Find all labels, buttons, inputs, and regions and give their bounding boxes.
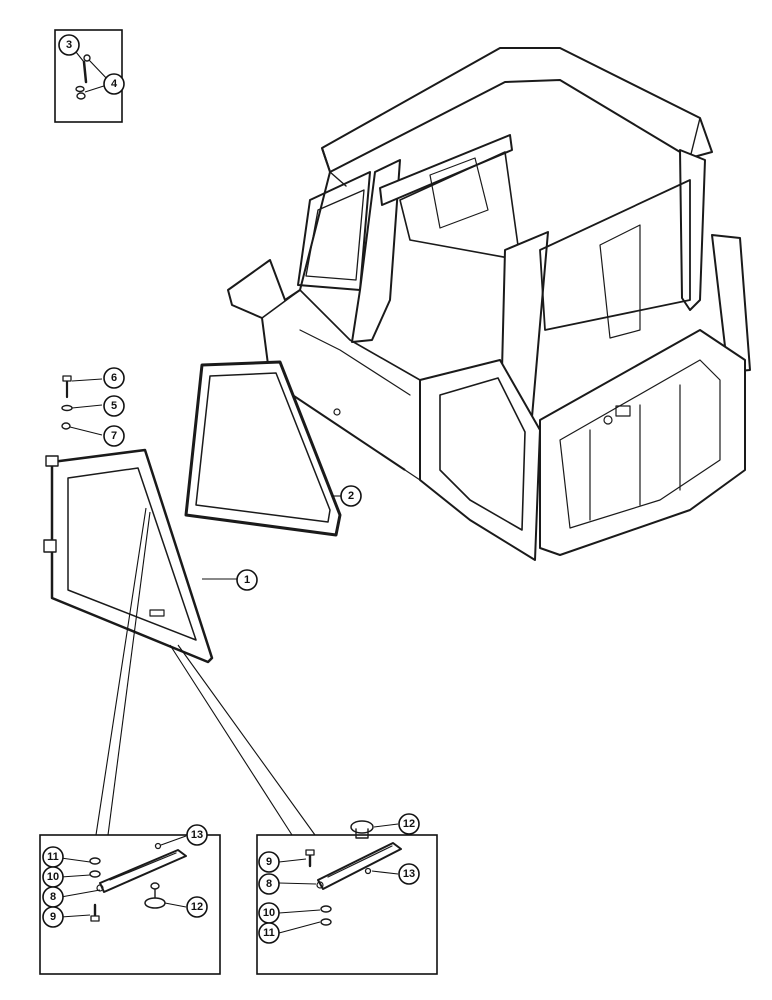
callout-2: 2 [340,485,362,507]
callout-right-12: 12 [398,813,420,835]
svg-text:12: 12 [403,818,415,830]
inset-leader-lines [95,507,316,836]
svg-text:9: 9 [266,856,272,868]
callout-right-9: 9 [258,851,280,873]
cab-frame [227,47,751,561]
fasteners-5-6-7 [61,375,73,430]
svg-text:8: 8 [50,891,56,903]
window-seal-part-2 [184,360,342,537]
callout-right-10: 10 [258,902,280,924]
window-frame-part-1 [43,448,214,664]
callout-left-12: 12 [186,896,208,918]
svg-text:13: 13 [403,868,415,880]
main-leader-lines [69,378,341,580]
callout-right-13: 13 [398,863,420,885]
svg-text:1: 1 [244,574,250,586]
svg-text:5: 5 [111,400,117,412]
svg-text:6: 6 [111,372,117,384]
svg-text:11: 11 [263,927,275,939]
callout-right-8: 8 [258,873,280,895]
callout-left-8: 8 [42,886,64,908]
svg-text:3: 3 [66,39,72,51]
svg-text:8: 8 [266,878,272,890]
callout-left-9: 9 [42,906,64,928]
svg-text:7: 7 [111,430,117,442]
callout-6: 6 [103,367,125,389]
callout-5: 5 [103,395,125,417]
callout-left-13: 13 [186,824,208,846]
callout-left-11: 11 [42,846,64,868]
svg-text:10: 10 [263,907,275,919]
callout-left-10: 10 [42,866,64,888]
svg-text:10: 10 [47,871,59,883]
svg-text:12: 12 [191,901,203,913]
inset-latch-right [256,820,438,975]
callout-right-11: 11 [258,922,280,944]
callout-1: 1 [236,569,258,591]
callout-4: 4 [103,73,125,95]
svg-text:11: 11 [47,851,59,863]
svg-text:2: 2 [348,490,354,502]
callout-3: 3 [58,34,80,56]
svg-text:4: 4 [111,78,118,90]
svg-text:9: 9 [50,911,56,923]
svg-text:13: 13 [191,829,203,841]
callout-7: 7 [103,425,125,447]
